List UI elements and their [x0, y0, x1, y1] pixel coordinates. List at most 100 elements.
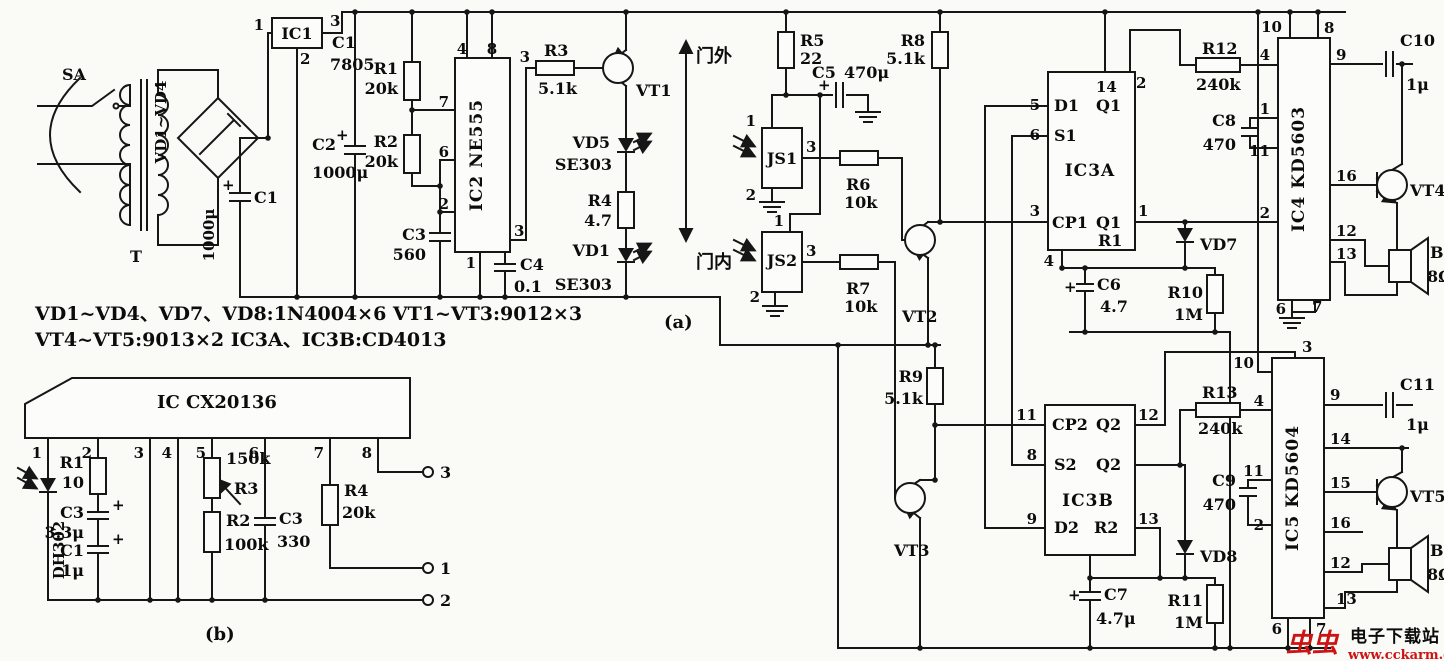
labels-rx: R5 22 C5 470μ JS1 1 3 2 R6 10k JS2 1 3 2… [746, 31, 938, 560]
label-transformer: T [130, 247, 142, 266]
watermark-url: www.cckarm.com [1347, 648, 1444, 661]
transistor-vt5 [1376, 476, 1408, 508]
label-c1-name: C1 [254, 188, 278, 207]
pin-ic1-1: 1 [254, 16, 264, 34]
pot-wiper-arrow-icon [215, 477, 242, 506]
label-r10-name: R10 [1167, 283, 1203, 302]
label-r1-value: 20k [365, 79, 399, 98]
watermark-site: 电子下载站 [1350, 626, 1440, 647]
speaker-b1 [1388, 249, 1412, 283]
label-js2: JS2 [765, 251, 797, 270]
pin-ic5-14: 14 [1330, 430, 1351, 448]
label-section-b: (b) [205, 624, 235, 645]
label-vt3: VT3 [893, 541, 929, 560]
pin-js1-1: 1 [746, 112, 756, 130]
plus-icon: + [112, 496, 125, 514]
pin-ic3a-5: 5 [1030, 96, 1040, 114]
pin-ic5-15: 15 [1330, 474, 1351, 492]
label-r3-name: R3 [544, 41, 568, 60]
label-c7-name: C7 [1104, 585, 1128, 604]
pin-ic3b-9: 9 [1027, 510, 1037, 528]
resistor-r12 [1195, 57, 1241, 73]
label-s1: S1 [1054, 126, 1077, 145]
led-emit-arrow-icon [632, 140, 653, 155]
pin-ic5-3: 3 [1302, 338, 1312, 356]
label-c3-value: 560 [393, 245, 426, 264]
label-q1a: Q1 [1096, 96, 1121, 115]
label-vd7: VD7 [1199, 235, 1237, 254]
label-vt4: VT4 [1409, 181, 1444, 200]
label-modb-c3b-value: 330 [277, 532, 310, 551]
label-modb-r1-name: R1 [60, 453, 84, 472]
transistor-vt2 [904, 224, 936, 256]
pin-ic4-2: 2 [1260, 204, 1270, 222]
resistor-r11 [1206, 584, 1224, 624]
label-r11-value: 1M [1174, 613, 1203, 632]
label-cp1: CP1 [1052, 213, 1088, 232]
watermark-logo: 虫虫 [1286, 629, 1340, 659]
polarity-marks: + + + + + + + [112, 76, 1081, 604]
label-c9-value: 470 [1203, 495, 1236, 514]
note-line1: VD1~VD4、VD7、VD8:1N4004×6 VT1~VT3:9012×3 [34, 303, 582, 325]
pin-ic3b-13: 13 [1138, 510, 1159, 528]
pin-ic4-7: 7 [1312, 298, 1322, 316]
pin-ic5-4: 4 [1254, 392, 1264, 410]
label-vd5-name: VD5 [572, 133, 610, 152]
plus-icon: + [1064, 278, 1077, 296]
pin-ic4-13: 13 [1336, 245, 1357, 263]
plus-icon: + [1068, 586, 1081, 604]
label-r10-value: 1M [1174, 305, 1203, 324]
pin-ic5-11: 11 [1243, 462, 1264, 480]
cx20136-body [24, 377, 411, 439]
label-modb-c1-value: 1μ [61, 561, 84, 580]
label-vd5-value: SE303 [555, 155, 612, 174]
pin-ic2-1: 1 [466, 254, 476, 272]
pin-ic5-16: 16 [1330, 514, 1351, 532]
label-r5-value: 22 [800, 49, 822, 68]
pin-modb-8: 8 [362, 444, 372, 462]
label-vd6-value: SE303 [555, 275, 612, 294]
resistor-r1-modb [89, 457, 107, 495]
labels-ffb: 11 CP2 Q2 12 8 S2 Q2 IC3B 9 D2 R2 13 C7 … [1016, 406, 1237, 632]
pin-ic3a-2: 2 [1136, 74, 1146, 92]
label-q2a: Q2 [1096, 415, 1121, 434]
pin-js1-3: 3 [806, 138, 816, 156]
label-q1b: Q1 [1096, 213, 1121, 232]
labels-power: SA T VD1~VD4 C1 1000μ IC1 1 3 2 C1 7805 … [62, 12, 375, 266]
speaker-b1-cone [1410, 236, 1429, 296]
label-r7-name: R7 [846, 279, 870, 298]
label-c7-value: 4.7μ [1096, 609, 1136, 628]
junction-dots [95, 9, 1405, 651]
pin-ic4-10: 10 [1261, 18, 1282, 36]
ir-receive-arrow-icon [732, 247, 757, 262]
label-c1-value: 1000μ [200, 209, 218, 262]
label-modb-r2-name: R2 [226, 511, 250, 530]
resistor-r8 [931, 31, 949, 69]
labels-snd2: IC5 KD5604 3 10 R13 240k 4 9 14 11 C9 47… [1198, 338, 1444, 638]
plus-icon: + [222, 176, 235, 194]
pin-ic1-2: 2 [300, 50, 310, 68]
plus-icon: + [336, 126, 349, 144]
label-r9-name: R9 [899, 367, 923, 386]
speaker-b2 [1388, 547, 1412, 581]
label-r3-value: 5.1k [538, 79, 578, 98]
label-r11-name: R11 [1167, 591, 1203, 610]
pin-ic2-7: 7 [439, 93, 449, 111]
capacitor-plates [87, 51, 1394, 601]
pin-ic5-10: 10 [1233, 354, 1254, 372]
resistor-r2-osc [403, 134, 421, 174]
label-c5-value: 470μ [844, 63, 889, 82]
label-js1: JS1 [765, 149, 797, 168]
labels-notes: VD1~VD4、VD7、VD8:1N4004×6 VT1~VT3:9012×3 … [34, 303, 582, 351]
label-b1-value: 8Ω [1427, 267, 1444, 286]
resistor-r6 [839, 150, 879, 166]
label-modb-c1-name: C1 [60, 541, 84, 560]
label-r2-value: 20k [365, 152, 399, 171]
note-line2: VT4~VT5:9013×2 IC3A、IC3B:CD4013 [34, 329, 447, 351]
labels-ffa: 14 5 D1 Q1 2 6 S1 IC3A 3 CP1 Q1 1 R1 4 C… [1030, 74, 1238, 324]
label-r12-name: R12 [1202, 39, 1238, 58]
label-section-a: (a) [664, 312, 693, 333]
labels-modb: IC CX20136 1 2 3 4 5 6 7 8 R1 10 C3 3.3μ… [32, 392, 452, 645]
label-c8-name: C8 [1212, 111, 1236, 130]
